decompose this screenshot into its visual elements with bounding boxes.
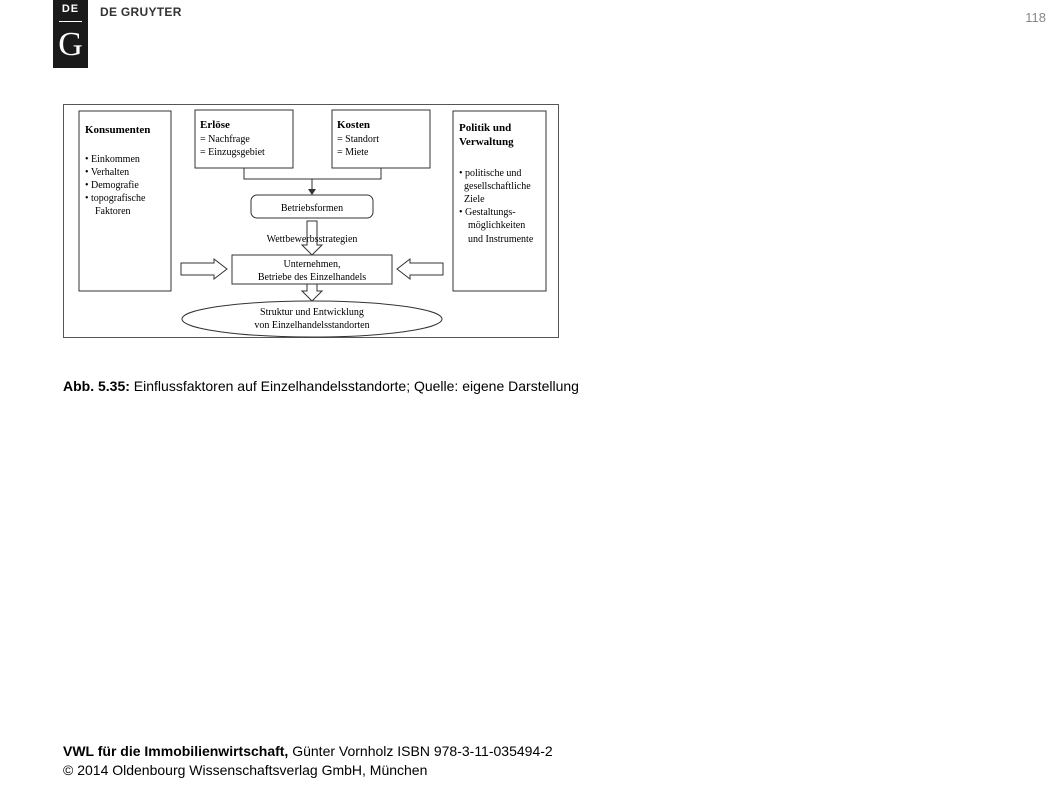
kosten-line: = Standort xyxy=(337,134,379,145)
betriebsformen-label: Betriebsformen xyxy=(281,203,343,214)
kosten-title: Kosten xyxy=(337,119,370,131)
connector-line xyxy=(243,168,382,180)
hollow-arrow-right xyxy=(180,257,228,281)
konsumenten-item: • Einkommen xyxy=(85,154,140,165)
erloese-line: = Nachfrage xyxy=(200,134,250,145)
hollow-arrow-down xyxy=(300,220,324,256)
footer-book-line: VWL für die Immobilienwirtschaft, Günter… xyxy=(63,742,553,761)
logo-g: G xyxy=(58,26,83,63)
footer-copyright: © 2014 Oldenbourg Wissenschaftsverlag Gm… xyxy=(63,762,428,778)
figure-caption: Abb. 5.35: Einflussfaktoren auf Einzelha… xyxy=(63,378,579,394)
konsumenten-title: Konsumenten xyxy=(85,124,150,136)
kosten-line: = Miete xyxy=(337,147,369,158)
hollow-arrow-left xyxy=(396,257,444,281)
brand-name: DE GRUYTER xyxy=(100,5,182,19)
page-number: 118 xyxy=(1025,10,1046,25)
diagram-svg: Konsumenten • Einkommen • Verhalten • De… xyxy=(78,109,547,338)
betriebsformen-box xyxy=(250,194,374,219)
politik-title: Verwaltung xyxy=(459,136,514,148)
politik-item: gesellschaftliche xyxy=(464,181,531,192)
struktur-ellipse xyxy=(181,300,443,338)
erloese-title: Erlöse xyxy=(200,119,230,131)
footer-book-title: VWL für die Immobilienwirtschaft, xyxy=(63,743,289,759)
caption-label: Abb. 5.35: xyxy=(63,378,130,394)
arrow-head xyxy=(308,189,316,195)
konsumenten-item: • topografische xyxy=(85,193,146,204)
unternehmen-label: Unternehmen, xyxy=(284,259,341,270)
logo-de: DE xyxy=(61,3,80,15)
caption-text: Einflussfaktoren auf Einzelhandelsstando… xyxy=(133,378,579,394)
unternehmen-label: Betriebe des Einzelhandels xyxy=(258,272,366,283)
konsumenten-item: • Demografie xyxy=(85,180,139,191)
struktur-label: Struktur und Entwicklung xyxy=(260,307,364,318)
footer: VWL für die Immobilienwirtschaft, Günter… xyxy=(63,742,553,780)
politik-item: • Gestaltungs- xyxy=(459,207,516,218)
politik-title: Politik und xyxy=(459,122,511,134)
publisher-logo: DE G xyxy=(53,0,88,68)
politik-box xyxy=(452,110,547,292)
konsumenten-item: • Verhalten xyxy=(85,167,129,178)
wettbewerb-label: Wettbewerbsstrategien xyxy=(267,234,358,245)
unternehmen-box xyxy=(231,254,393,285)
politik-item: und Instrumente xyxy=(468,234,534,245)
konsumenten-item: Faktoren xyxy=(95,206,131,217)
hollow-arrow-down xyxy=(300,283,324,302)
logo-divider xyxy=(59,21,82,22)
erloese-line: = Einzugsgebiet xyxy=(200,147,265,158)
politik-item: möglichkeiten xyxy=(468,220,525,231)
politik-item: Ziele xyxy=(464,194,485,205)
struktur-label: von Einzelhandelsstandorten xyxy=(254,320,369,331)
footer-book-info: Günter Vornholz ISBN 978-3-11-035494-2 xyxy=(292,743,553,759)
figure-diagram: Konsumenten • Einkommen • Verhalten • De… xyxy=(63,104,559,338)
politik-item: • politische und xyxy=(459,168,521,179)
konsumenten-box xyxy=(78,110,172,292)
